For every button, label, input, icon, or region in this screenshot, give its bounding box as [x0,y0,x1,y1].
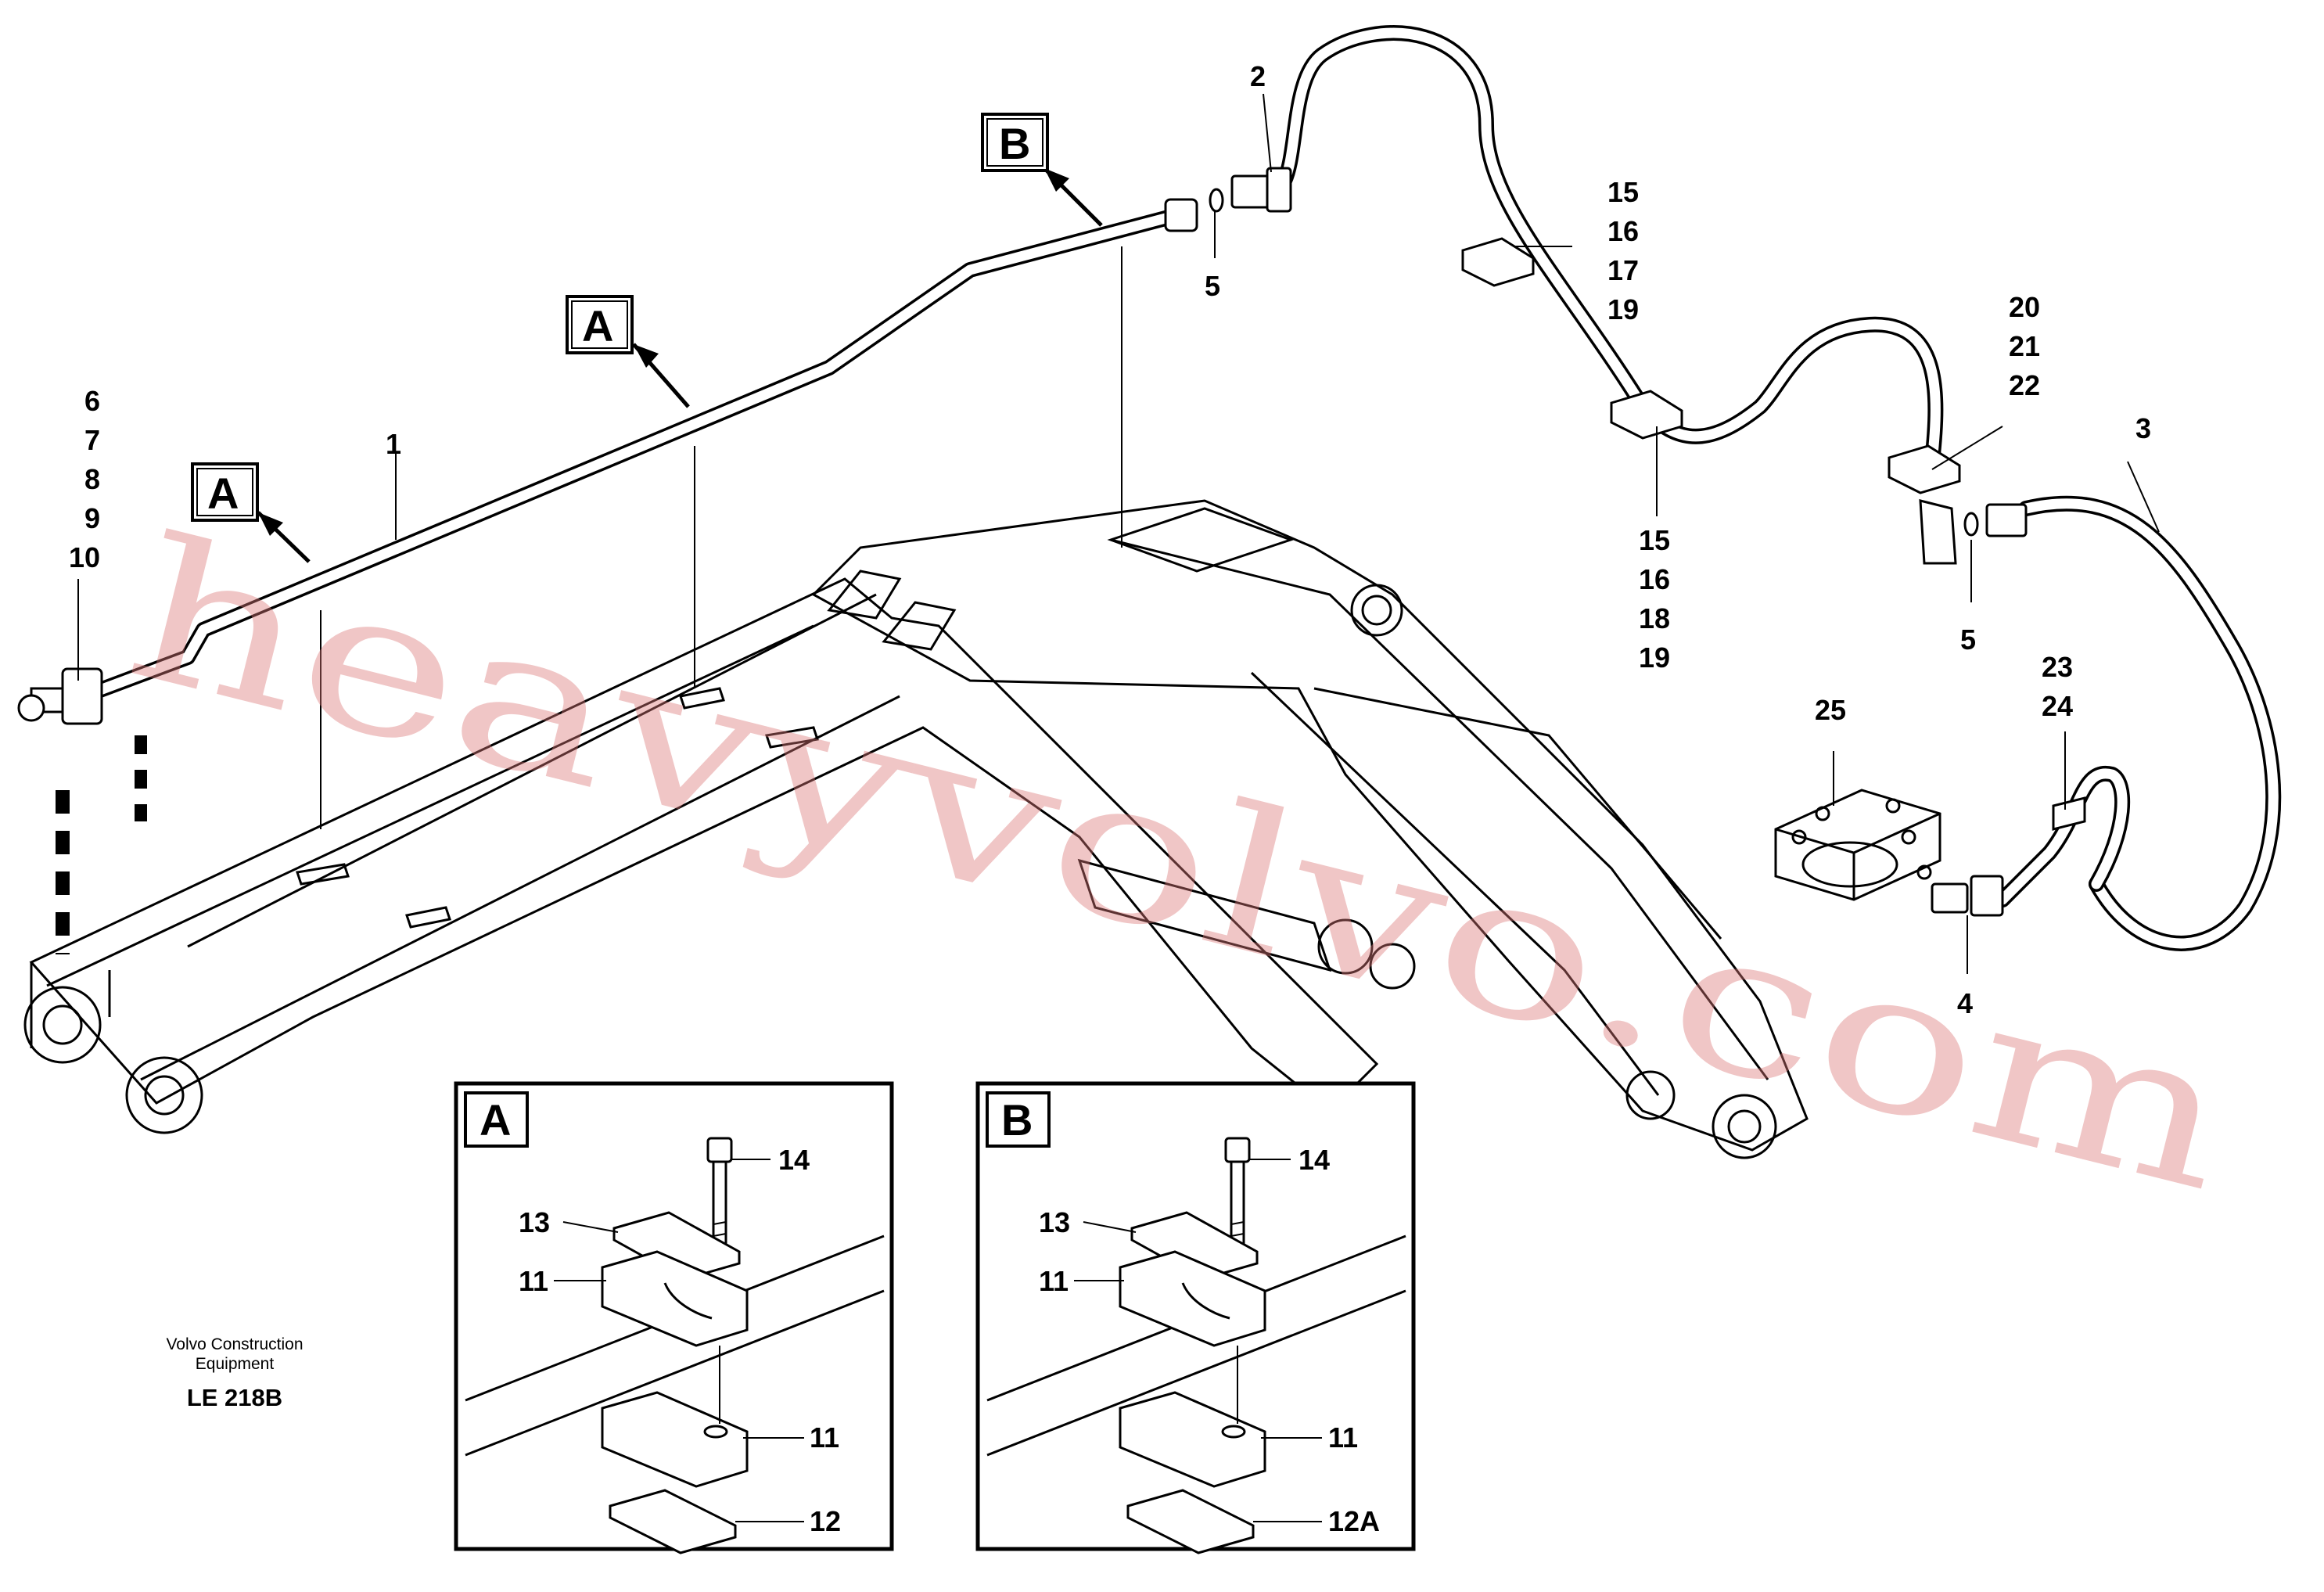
detail-a-panel: A 14 13 11 11 12 [454,1081,894,1554]
drawing-code: LE 218B [187,1384,282,1411]
detail-b-11-upper: 11 [1039,1265,1069,1297]
detail-b-12a: 12A [1328,1505,1380,1537]
credit-line-2: Equipment [196,1355,275,1373]
leader-lines [77,93,2160,974]
label-21: 21 [2009,330,2040,362]
fittings [17,167,2086,917]
credit-line-1: Volvo Construction [166,1335,303,1353]
label-16a: 16 [1607,215,1639,247]
svg-text:A: A [207,469,239,518]
pipe-1 [55,207,1185,712]
label-2: 2 [1250,60,1266,92]
detail-a-title: A [480,1095,511,1145]
label-20: 20 [2009,291,2040,323]
detail-a-11-lower: 11 [810,1421,839,1454]
detail-a-13: 13 [519,1206,550,1238]
label-18: 18 [1639,602,1670,634]
svg-text:A: A [582,301,613,350]
label-17: 17 [1607,254,1639,286]
label-19a: 19 [1607,293,1639,325]
label-22: 22 [2009,369,2040,401]
part-labels: 1 2 3 4 5 5 6 7 8 9 10 15 16 17 19 15 16… [69,60,2151,1019]
label-9: 9 [84,502,100,534]
callout-a-left: A [191,462,259,522]
hose-3 [1995,495,2282,951]
label-8: 8 [84,463,100,495]
detail-a-14: 14 [778,1144,810,1176]
label-19b: 19 [1639,641,1670,674]
detail-b-14: 14 [1298,1144,1330,1176]
boom-structure [23,499,1809,1159]
label-4: 4 [1957,987,1973,1019]
label-15b: 15 [1639,524,1670,556]
detail-b-panel: B 14 13 11 11 12A [975,1081,1416,1554]
detail-b-13: 13 [1039,1206,1070,1238]
detail-a-12: 12 [810,1505,841,1537]
detail-b-11-lower: 11 [1328,1421,1358,1454]
label-25: 25 [1815,694,1846,726]
callout-a-mid: A [566,295,634,354]
label-15a: 15 [1607,176,1639,208]
label-5-left: 5 [1205,270,1220,302]
label-24: 24 [2042,690,2073,722]
label-16b: 16 [1639,563,1670,595]
detail-a-11-upper: 11 [519,1265,548,1297]
label-6: 6 [84,385,100,417]
label-5-right: 5 [1960,624,1976,656]
callout-b: B [981,113,1049,172]
label-23: 23 [2042,651,2073,683]
publisher-credit: Volvo Construction Equipment LE 218B [166,1335,303,1411]
detail-b-title: B [1001,1095,1033,1145]
component-25 [1774,789,1941,901]
label-7: 7 [84,424,100,456]
label-10: 10 [69,541,100,573]
svg-text:B: B [999,119,1030,168]
hose-2 [1275,25,1944,469]
label-3: 3 [2135,412,2151,444]
label-1: 1 [386,428,401,460]
